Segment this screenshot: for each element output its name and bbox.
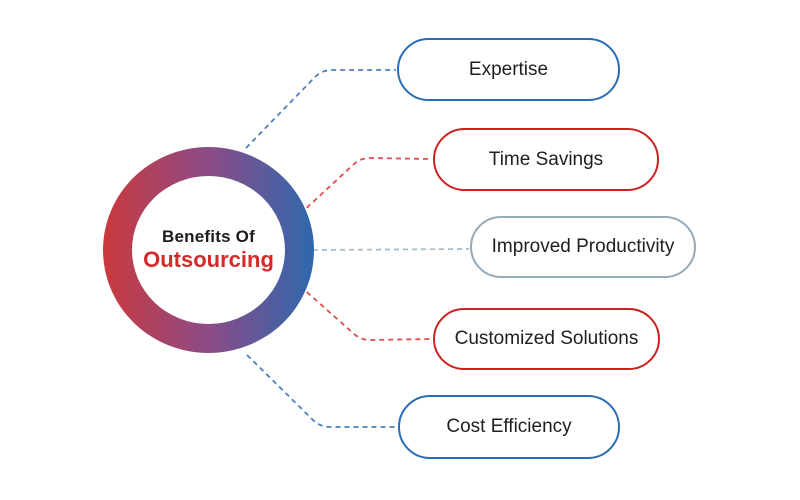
benefit-label: Cost Efficiency — [446, 416, 572, 437]
center-ring-inner: Benefits Of Outsourcing — [132, 176, 285, 324]
connector-time-savings — [299, 157, 433, 215]
benefit-pill-cost-efficiency: Cost Efficiency — [398, 395, 620, 459]
benefit-pill-expertise: Expertise — [397, 38, 620, 101]
benefit-pill-time-savings: Time Savings — [433, 128, 659, 191]
connector-expertise — [245, 69, 396, 149]
diagram-title-line1: Benefits Of — [162, 227, 255, 247]
benefit-label: Improved Productivity — [491, 236, 675, 257]
connector-improved-productivity — [312, 248, 470, 251]
diagram-title-line2: Outsourcing — [143, 247, 274, 273]
connector-cost-efficiency — [246, 354, 397, 428]
center-ring: Benefits Of Outsourcing — [103, 147, 314, 353]
connector-customized-solutions — [299, 285, 433, 341]
benefit-pill-improved-productivity: Improved Productivity — [470, 216, 696, 278]
benefit-label: Customized Solutions — [454, 328, 639, 349]
benefit-pill-customized-solutions: Customized Solutions — [433, 308, 660, 370]
benefit-label: Expertise — [468, 58, 549, 80]
benefit-label: Time Savings — [488, 148, 604, 170]
